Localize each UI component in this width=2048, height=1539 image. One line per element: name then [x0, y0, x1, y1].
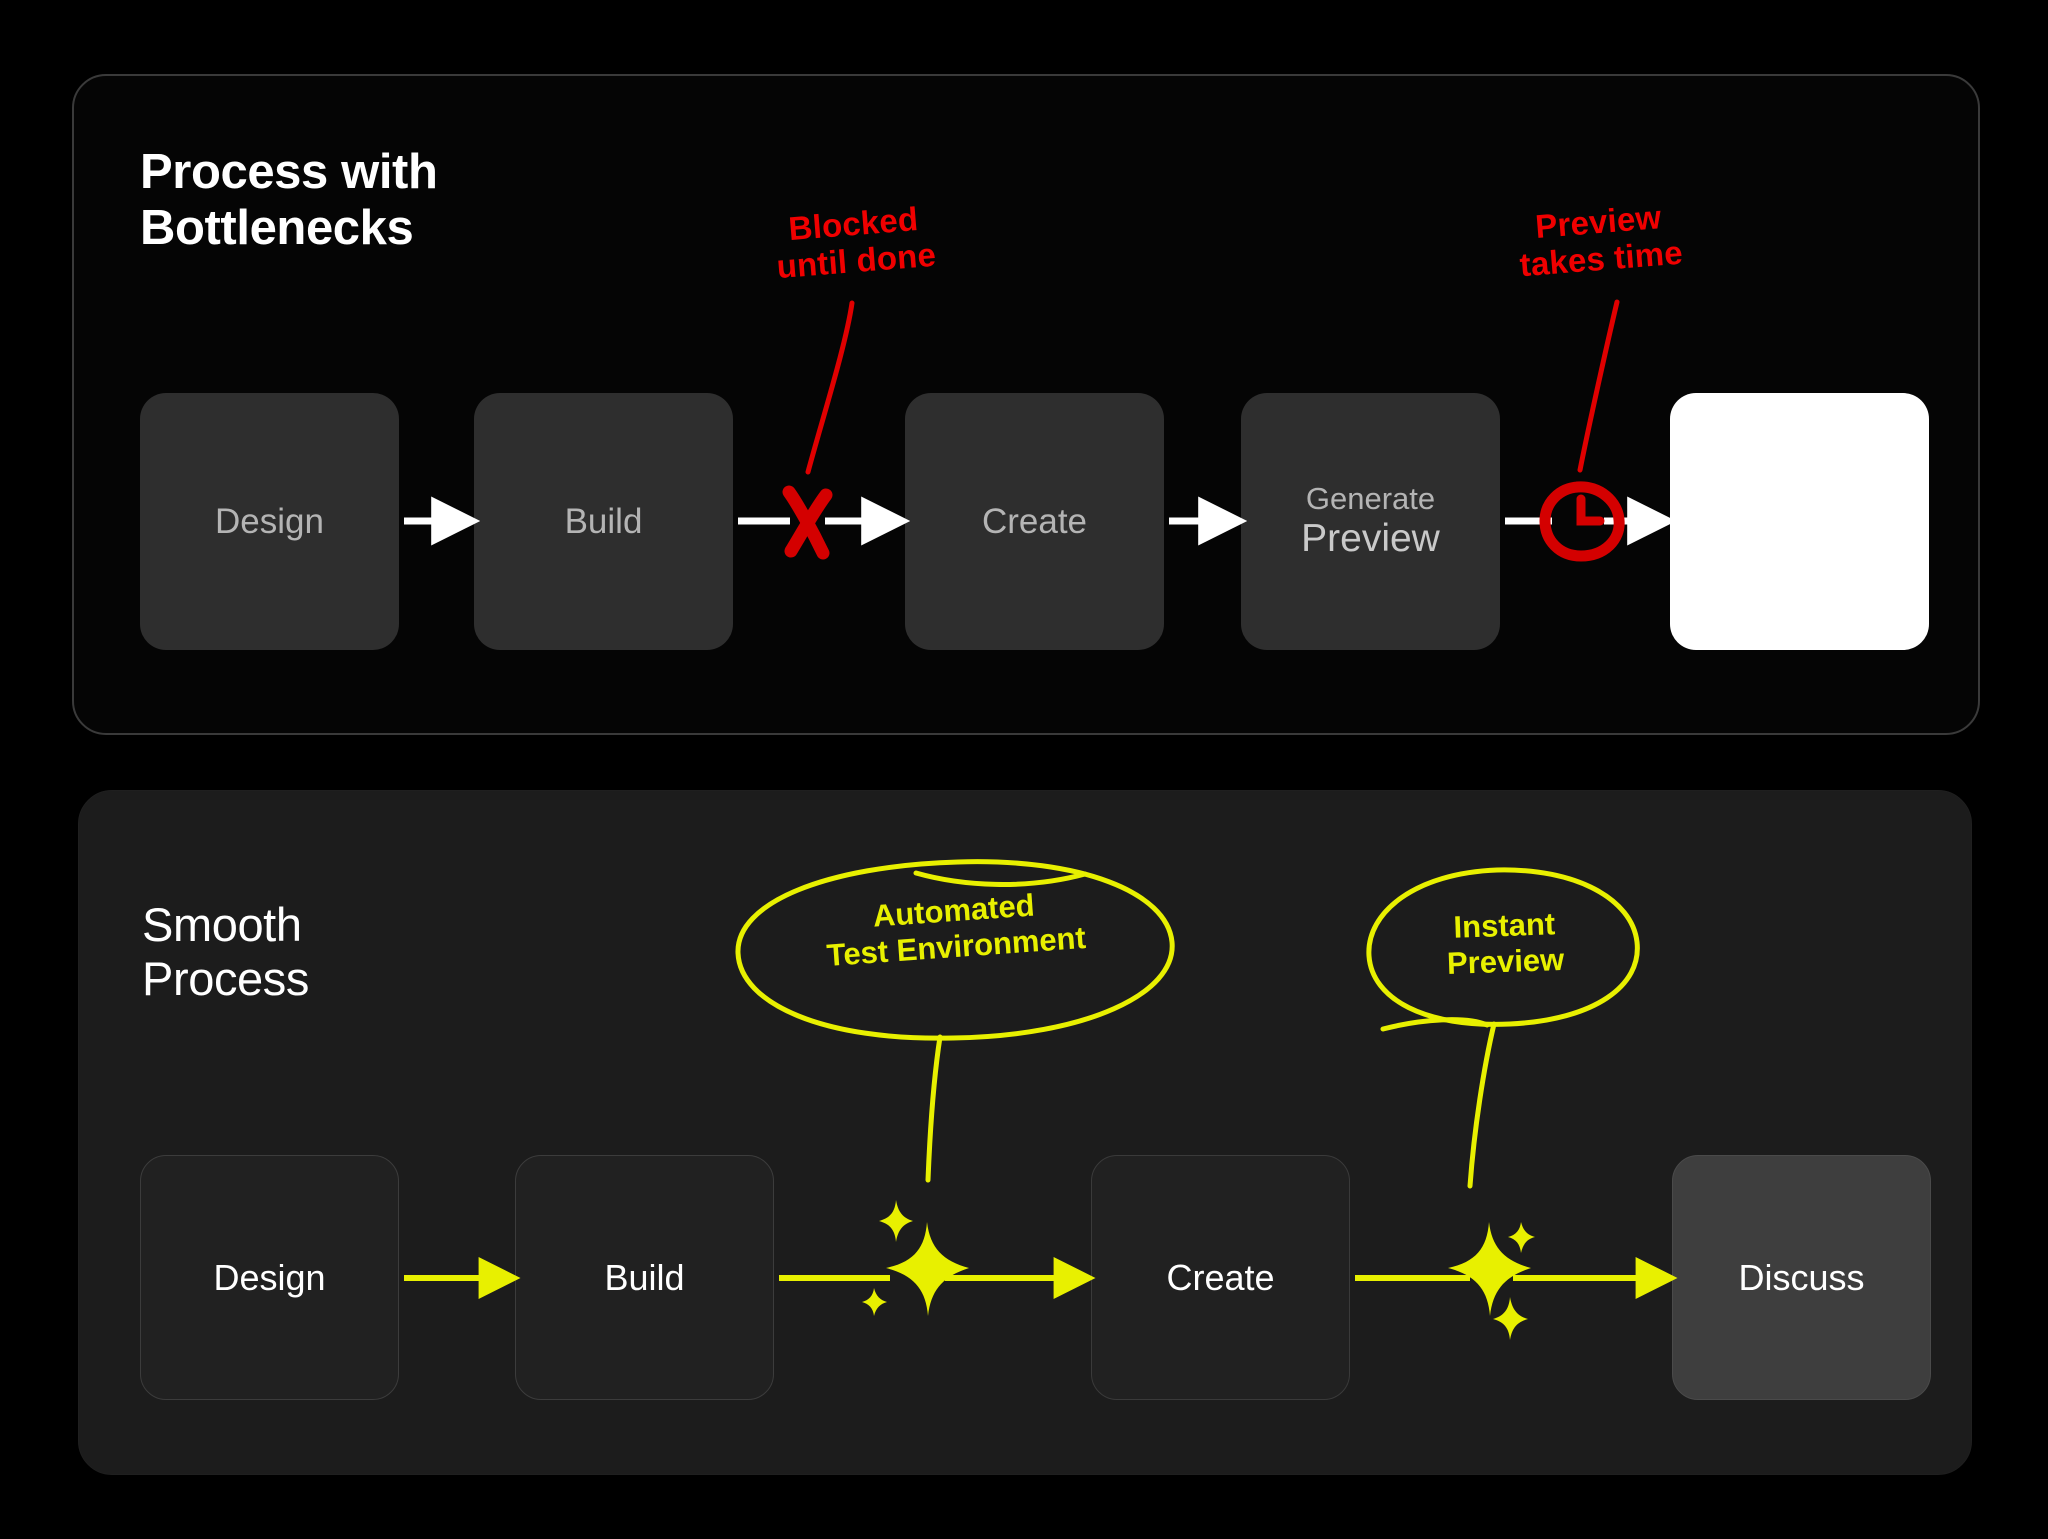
node-label: Create [981, 501, 1088, 541]
node-create-bottlenecks[interactable]: Create [905, 393, 1164, 650]
node-design-bottlenecks[interactable]: Design [140, 393, 399, 650]
annotation-blocked-until-done: Blocked until done [775, 200, 938, 286]
node-label: Discuss [1738, 1256, 1865, 1298]
node-label: Design [215, 501, 324, 541]
node-discuss-smooth[interactable]: Discuss [1672, 1155, 1931, 1400]
node-label: Create [1166, 1256, 1275, 1298]
node-label-line1: Generate [1305, 481, 1436, 517]
node-build-smooth[interactable]: Build [515, 1155, 774, 1400]
node-label: Build [604, 1256, 685, 1298]
node-build-bottlenecks[interactable]: Build [474, 393, 733, 650]
node-create-smooth[interactable]: Create [1091, 1155, 1350, 1400]
panel-title-bottlenecks: Process with Bottlenecks [140, 145, 438, 255]
node-label: Build [564, 501, 643, 541]
node-label: Design [213, 1256, 326, 1298]
panel-title-smooth: Smooth Process [142, 898, 309, 1005]
node-design-smooth[interactable]: Design [140, 1155, 399, 1400]
node-blank-output-bottlenecks[interactable] [1670, 393, 1929, 650]
annotation-preview-takes-time: Preview takes time [1518, 198, 1685, 284]
bubble-text-instant-preview: Instant Preview [1446, 906, 1565, 982]
node-label-line2: Preview [1301, 516, 1440, 560]
node-generate-preview-bottlenecks[interactable]: Generate Preview [1241, 393, 1500, 650]
